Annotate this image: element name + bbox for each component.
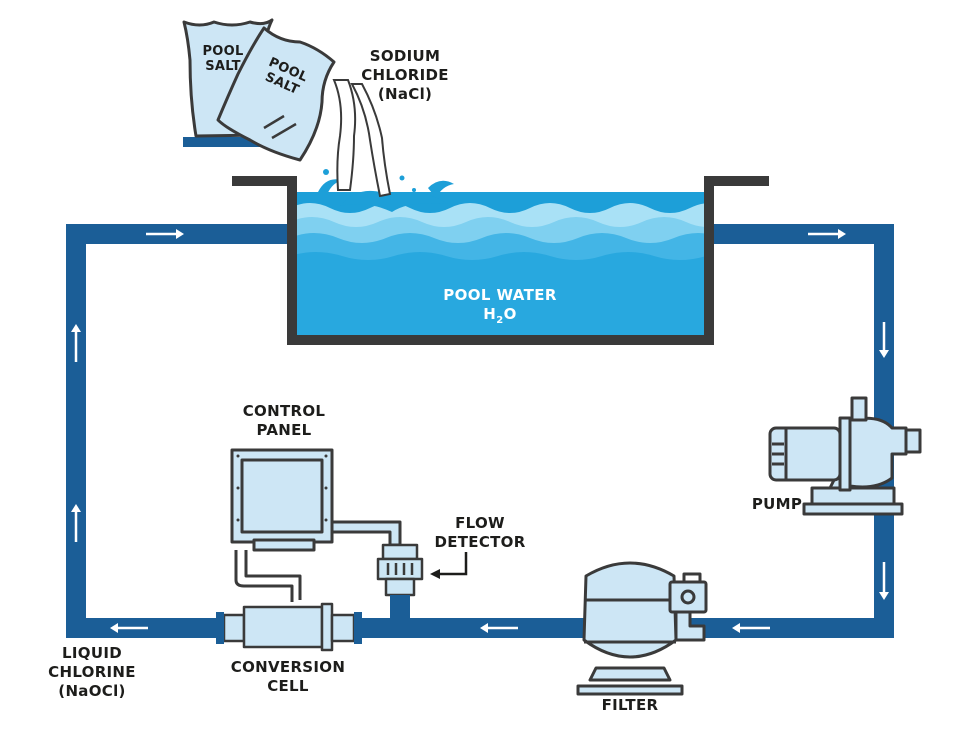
- conversion-cell-icon: [222, 602, 356, 652]
- flow-arrow-icon: [879, 322, 889, 358]
- pump-text: PUMP: [751, 495, 803, 513]
- flow-arrow-icon: [808, 229, 846, 239]
- flow-detector-line2: DETECTOR: [434, 533, 526, 551]
- pump-label: PUMP: [744, 495, 810, 514]
- conversion-cell-line1: CONVERSION: [230, 658, 346, 676]
- sodium-chloride-line1: SODIUM: [369, 47, 441, 65]
- splash: [318, 169, 454, 212]
- conversion-cell-label: CONVERSION CELL: [208, 658, 368, 696]
- flow-arrow-icon: [480, 623, 518, 633]
- formula-h: H: [483, 305, 497, 323]
- flow-arrow-icon: [146, 229, 184, 239]
- control-panel-line1: CONTROL: [242, 402, 326, 420]
- pool-water-formula: H2O: [400, 305, 600, 330]
- pool-water: [297, 192, 704, 335]
- flow-arrow-icon: [71, 324, 81, 362]
- pool-walls: [232, 176, 769, 345]
- flow-arrow-icon: [879, 562, 889, 600]
- flow-arrows: [71, 229, 889, 633]
- filter-label: FILTER: [578, 696, 682, 715]
- filter-text: FILTER: [601, 696, 659, 714]
- control-panel-rivets: [236, 454, 328, 522]
- flow-arrow-icon: [71, 504, 81, 542]
- pool-water-label: POOL WATER H2O: [400, 286, 600, 330]
- conversion-cell-line2: CELL: [267, 677, 309, 695]
- salt-bag-label-line2: SALT: [205, 59, 241, 74]
- flow-detector-label: FLOW DETECTOR: [430, 514, 530, 552]
- filter-icon: [576, 561, 708, 696]
- pool-water-title: POOL WATER: [443, 286, 557, 304]
- liquid-chlorine-line3: (NaOCl): [58, 682, 126, 700]
- control-panel-line2: PANEL: [256, 421, 312, 439]
- liquid-chlorine-label: LIQUID CHLORINE (NaOCl): [32, 644, 152, 701]
- salt-bag-label-line1: POOL: [202, 44, 244, 59]
- pump-icon: [768, 396, 922, 516]
- formula-o: O: [503, 305, 517, 323]
- control-panel-icon: [230, 448, 402, 602]
- salt-shelf: [183, 137, 278, 147]
- formula-sub: 2: [496, 315, 504, 326]
- conversion-cell-coupling: [354, 612, 362, 644]
- liquid-chlorine-line2: CHLORINE: [48, 663, 136, 681]
- flow-detector-base: [390, 595, 410, 619]
- salt-bag-icon: [216, 26, 336, 162]
- liquid-chlorine-line1: LIQUID: [62, 644, 122, 662]
- sodium-chloride-line2: CHLORIDE: [361, 66, 449, 84]
- sodium-chloride-label: SODIUM CHLORIDE (NaCl): [350, 47, 460, 104]
- flow-arrow-icon: [732, 623, 770, 633]
- flow-arrow-icon: [110, 623, 148, 633]
- salt-bag-label: POOL SALT: [198, 44, 248, 74]
- conversion-cell-coupling: [216, 612, 224, 644]
- control-panel-label: CONTROL PANEL: [216, 402, 352, 440]
- sodium-chloride-line3: (NaCl): [377, 85, 433, 103]
- flow-detector-pointer: [430, 552, 468, 579]
- flow-detector-line1: FLOW: [455, 514, 505, 532]
- flow-detector-icon: [376, 543, 424, 597]
- salt-stream: [332, 79, 392, 198]
